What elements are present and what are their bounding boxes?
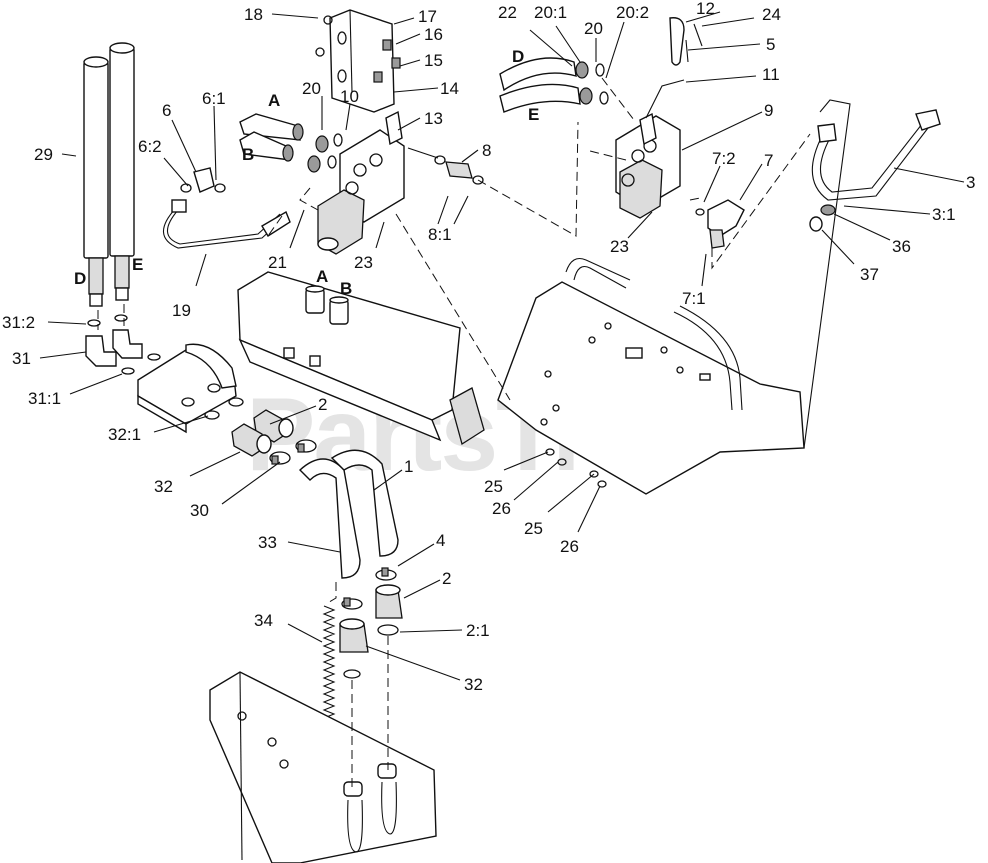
hose-19 (162, 167, 291, 249)
callout-31: 31 (12, 349, 31, 368)
callout-20-left: 20 (302, 79, 321, 98)
callout-3-1: 3:1 (932, 205, 956, 224)
callout-14: 14 (440, 79, 459, 98)
callout-6: 6 (162, 101, 171, 120)
callout-25-left: 25 (484, 477, 503, 496)
callout-26-right: 26 (560, 537, 579, 556)
callout-31-2: 31:2 (2, 313, 35, 332)
control-valve-left (317, 110, 405, 255)
callout-6-2: 6:2 (138, 137, 162, 156)
callout-7: 7 (764, 151, 773, 170)
callout-13: 13 (424, 109, 443, 128)
callout-25-right: 25 (524, 519, 543, 538)
fittings-2-32 (231, 409, 317, 465)
callout-6-1: 6:1 (202, 89, 226, 108)
lift-cylinders (83, 42, 135, 307)
control-valve-right (615, 17, 703, 219)
callout-32-lower: 32 (464, 675, 483, 694)
valve-bracket (315, 9, 401, 113)
callout-20-2: 20:2 (616, 3, 649, 22)
port-letter-b-tank: B (340, 279, 352, 298)
lower-tank (209, 671, 437, 863)
callout-32-upper: 32 (154, 477, 173, 496)
callout-34: 34 (254, 611, 273, 630)
callout-19: 19 (172, 301, 191, 320)
port-letter-a-valve: A (268, 91, 280, 110)
callout-17: 17 (418, 7, 437, 26)
port-letter-e-hose: E (528, 105, 539, 124)
callout-12: 12 (696, 0, 715, 18)
callout-7-2: 7:2 (712, 149, 736, 168)
callout-2-lower: 2 (442, 569, 451, 588)
filter-block (137, 343, 244, 434)
port-letter-a-tank: A (316, 267, 328, 286)
lower-fittings (339, 567, 403, 679)
callout-4: 4 (436, 531, 445, 550)
callout-7-1: 7:1 (682, 289, 706, 308)
hoses-33-1 (298, 449, 399, 579)
elbow-fittings-31 (85, 314, 161, 375)
callout-8: 8 (482, 141, 491, 160)
callout-1: 1 (404, 457, 413, 476)
callout-15: 15 (424, 51, 443, 70)
callout-5: 5 (766, 35, 775, 54)
frame (497, 99, 851, 495)
callout-18: 18 (244, 5, 263, 24)
callout-30: 30 (190, 501, 209, 520)
callout-37: 37 (860, 265, 879, 284)
callout-23-right: 23 (610, 237, 629, 256)
callout-31-1: 31:1 (28, 389, 61, 408)
callout-33: 33 (258, 533, 277, 552)
connection-lines (97, 77, 811, 790)
tube-3 (809, 109, 941, 232)
hoses-de-right (499, 57, 609, 113)
port-letter-b-valve: B (242, 145, 254, 164)
callout-3: 3 (966, 173, 975, 192)
port-letter-e-cylinder: E (132, 255, 143, 274)
callout-32-1: 32:1 (108, 425, 141, 444)
hoses-ab-left (239, 113, 343, 173)
callout-20-right: 20 (584, 19, 603, 38)
fitting-8 (407, 147, 484, 185)
callout-10: 10 (340, 87, 359, 106)
callout-16: 16 (424, 25, 443, 44)
callout-20-1: 20:1 (534, 3, 567, 22)
port-letter-d-hose: D (512, 47, 524, 66)
callout-8-1: 8:1 (428, 225, 452, 244)
callout-29: 29 (34, 145, 53, 164)
callout-23-left: 23 (354, 253, 373, 272)
callout-labels: 18 17 16 15 14 13 20 10 29 6 6:1 6:2 19 … (2, 0, 975, 694)
port-letter-d-cylinder: D (74, 269, 86, 288)
port-letters: A B A B D E D E (74, 47, 539, 298)
leader-lines (39, 11, 965, 681)
callout-26-left: 26 (492, 499, 511, 518)
callout-22: 22 (498, 3, 517, 22)
callout-2-1: 2:1 (466, 621, 490, 640)
callout-24: 24 (762, 5, 781, 24)
hydraulic-tank (237, 271, 485, 446)
spring-34 (322, 605, 336, 739)
callout-9: 9 (764, 101, 773, 120)
callout-2-upper: 2 (318, 395, 327, 414)
callout-36: 36 (892, 237, 911, 256)
callout-21: 21 (268, 253, 287, 272)
fitting-7 (695, 199, 745, 249)
callout-11: 11 (762, 65, 780, 84)
